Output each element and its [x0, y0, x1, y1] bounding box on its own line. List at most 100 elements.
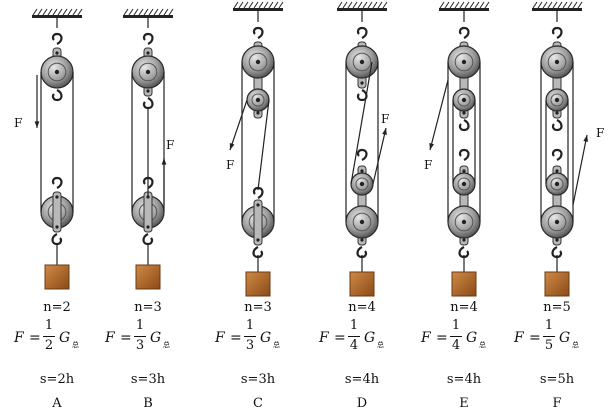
pulley-axle — [255, 59, 261, 65]
lower-hook-fixed — [551, 119, 563, 132]
weight-box — [245, 271, 271, 297]
formula-subscript: 总 — [377, 341, 384, 349]
strap-rivet — [462, 169, 466, 173]
fraction-bar — [543, 336, 555, 337]
ceiling-hatch — [258, 1, 264, 9]
formula-equals: = — [120, 330, 132, 346]
weight-box — [135, 264, 161, 290]
strap-rivet — [146, 225, 150, 229]
force-label-c: F — [226, 158, 235, 172]
n-label-D: n=4 — [348, 300, 376, 315]
pulley-groove — [355, 177, 369, 191]
strap-rivet — [55, 195, 59, 199]
upper-hook-movable — [51, 176, 63, 189]
ceiling-hatch — [372, 1, 378, 9]
formula-equals: = — [230, 330, 242, 346]
top-hook — [51, 32, 63, 45]
upper-hook-movable — [551, 148, 563, 161]
ceiling-hatch — [557, 1, 563, 9]
formula-equals: = — [436, 330, 448, 346]
ceiling-hatch — [464, 1, 470, 9]
s-label-F: s=5h — [539, 372, 575, 387]
ceiling-hatch — [37, 8, 43, 16]
lower-hook-fixed — [458, 119, 470, 132]
formula-numerator: 1 — [544, 318, 554, 333]
weight-box — [544, 271, 570, 297]
pulley-axle — [359, 59, 365, 65]
pulley-axle — [461, 97, 467, 103]
s-label-C: s=3h — [240, 372, 276, 387]
weight-box — [451, 271, 477, 297]
formula-variable: F — [421, 330, 431, 346]
upper-hook-movable — [458, 148, 470, 161]
ceiling-hatch — [577, 1, 583, 9]
strap-rivet — [555, 169, 559, 173]
n-label-F: n=5 — [543, 300, 571, 315]
formula-denominator: 2 — [44, 338, 54, 353]
lower-hook-fixed — [356, 89, 368, 102]
ceiling-hatch — [377, 1, 383, 9]
strap-rivet — [256, 203, 260, 207]
pulley-axle — [54, 69, 60, 75]
pulley-groove — [457, 93, 471, 107]
rope — [350, 61, 373, 185]
ceiling-hatch — [454, 1, 460, 9]
ceiling-hatch — [42, 8, 48, 16]
rope — [257, 99, 270, 191]
top-hook — [458, 26, 470, 39]
formula-equals: = — [334, 330, 346, 346]
option-label-D: D — [356, 396, 368, 411]
force-label-a: F — [14, 116, 23, 130]
strap-rivet — [146, 195, 150, 199]
formula-numerator: 1 — [349, 318, 359, 333]
ceiling-hatch — [57, 8, 63, 16]
arrow-head — [382, 128, 387, 135]
force-label-e: F — [424, 158, 433, 172]
ceiling-hatch — [484, 1, 490, 9]
strap-rivet — [55, 51, 59, 55]
ceiling-hatch — [562, 1, 568, 9]
top-hook — [142, 32, 154, 45]
formula-denominator: 4 — [451, 338, 461, 353]
ceiling-bar — [233, 8, 283, 11]
ceiling-hatch — [367, 1, 373, 9]
ceiling-hatch — [342, 1, 348, 9]
lower-hook-fixed — [142, 97, 154, 110]
option-label-A: A — [52, 396, 62, 411]
ceiling-hatch — [163, 8, 169, 16]
ceiling-hatch — [474, 1, 480, 9]
strap-rivet — [555, 111, 559, 115]
formula-variable: F — [215, 330, 225, 346]
formula-variable: F — [105, 330, 115, 346]
pulley-axle — [461, 181, 467, 187]
ceiling-hatch — [537, 1, 543, 9]
pulley-groove — [47, 62, 67, 82]
ceiling-hatch — [248, 1, 254, 9]
top-hook — [551, 26, 563, 39]
strap-rivet — [146, 89, 150, 93]
strap-rivet — [256, 111, 260, 115]
n-label-A: n=2 — [43, 300, 71, 315]
ceiling-hatch — [253, 1, 259, 9]
formula-subscript: 总 — [163, 341, 170, 349]
strap-rivet — [360, 81, 364, 85]
s-label-E: s=4h — [446, 372, 482, 387]
top-hook — [356, 26, 368, 39]
force-label-b: F — [166, 138, 175, 152]
ceiling-hatch — [158, 8, 164, 16]
arrow-head — [34, 121, 40, 128]
pulley-groove — [251, 93, 265, 107]
pulley-groove — [138, 62, 158, 82]
ceiling-hatch — [238, 1, 244, 9]
pulley-axle — [554, 181, 560, 187]
s-label-D: s=4h — [344, 372, 380, 387]
ceiling-hatch — [439, 1, 445, 9]
arrow-head — [583, 135, 589, 142]
fraction-bar — [450, 336, 462, 337]
formula-numerator: 1 — [245, 318, 255, 333]
